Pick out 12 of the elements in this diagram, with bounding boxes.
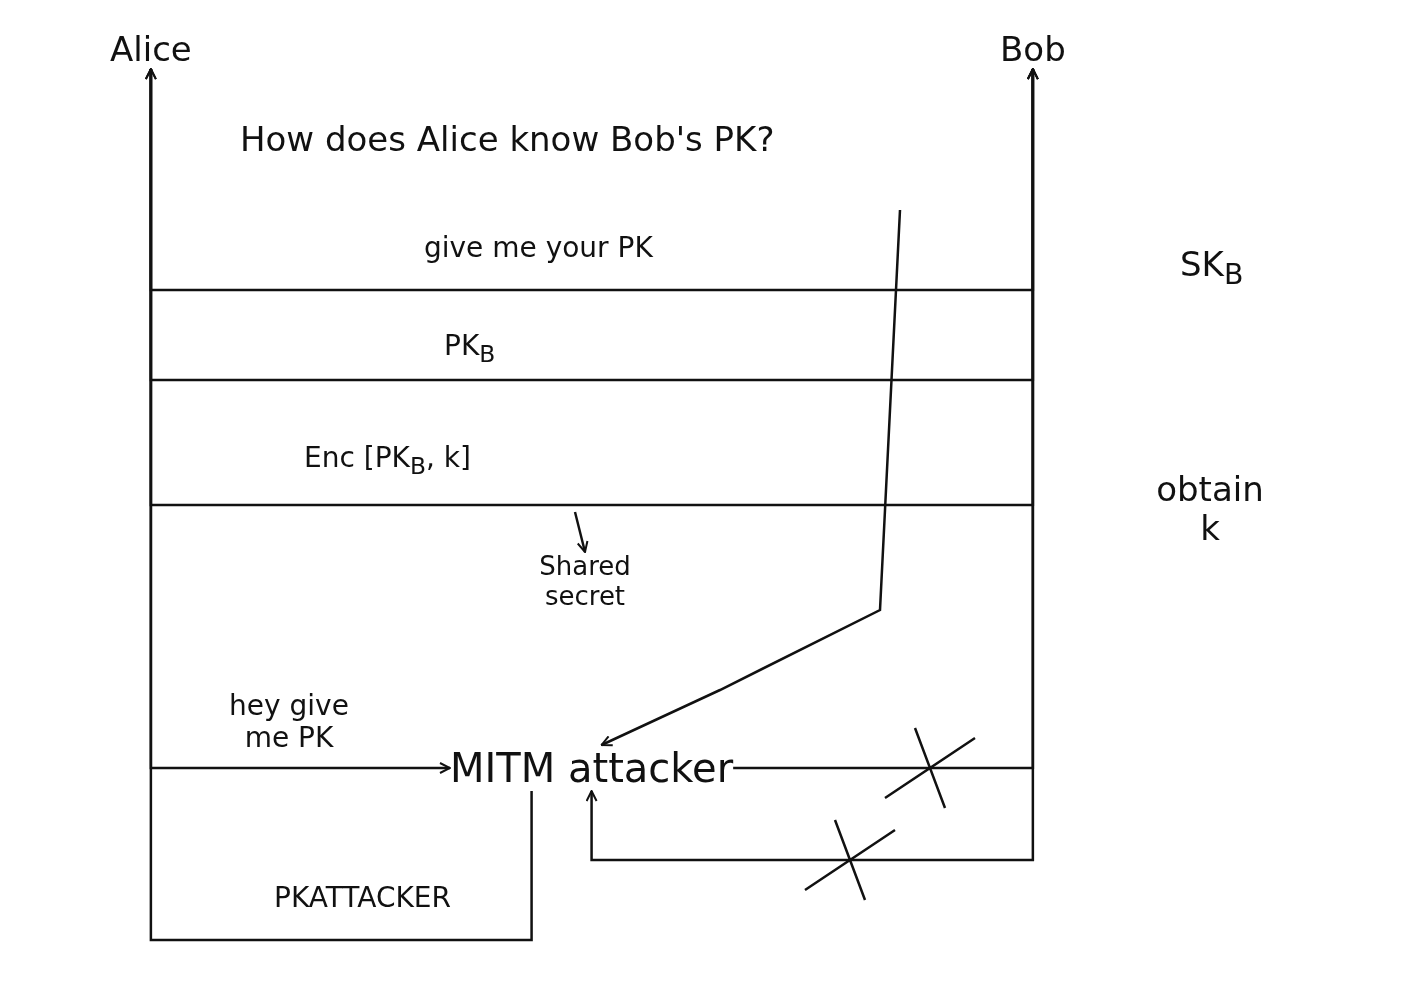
key-label: SK$_{B}$ [1180, 245, 1244, 292]
arrow [585, 69, 1035, 862]
participant-name: Alice [110, 30, 192, 70]
note-text: obtain k [1155, 470, 1265, 549]
arrow [144, 68, 533, 942]
arrow [573, 511, 589, 553]
question-text: How does Alice know Bob's PK? [240, 120, 775, 160]
arrow [733, 68, 1039, 770]
participant-name: MITM attacker [450, 745, 734, 791]
participant-name: Bob [1000, 30, 1066, 70]
note-text: Shared secret [530, 552, 640, 612]
arrow [600, 209, 902, 747]
